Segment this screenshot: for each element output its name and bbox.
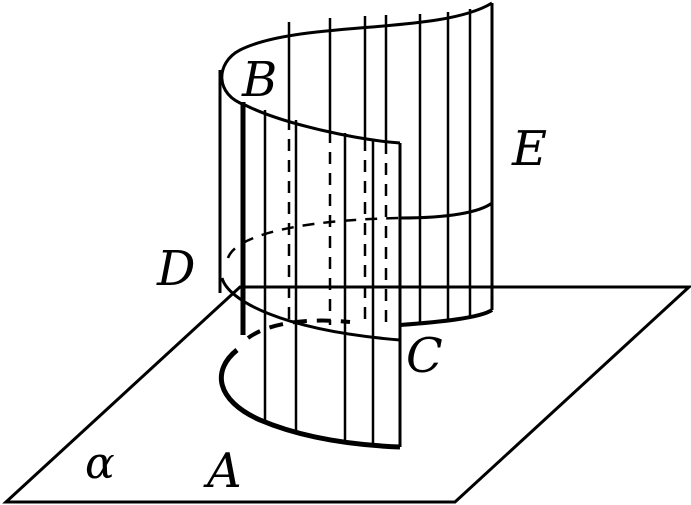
label-C: C — [406, 328, 443, 384]
label-plane-alpha: α — [85, 438, 115, 489]
top-edge-curve — [220, 1, 493, 145]
hidden-rulings — [287, 118, 388, 325]
middle-section-right — [399, 201, 493, 220]
base-back-dashed — [246, 318, 351, 340]
base-back-right — [399, 308, 494, 327]
label-E: E — [511, 121, 547, 177]
label-A: A — [203, 443, 242, 499]
front-rulings — [263, 110, 375, 447]
middle-section-front — [220, 277, 401, 342]
label-B: B — [241, 52, 277, 108]
base-front-A — [219, 348, 401, 450]
middle-section-back-dashed — [226, 216, 401, 259]
back-rulings — [287, 9, 472, 325]
plane-alpha — [2, 285, 691, 504]
label-D: D — [156, 241, 195, 297]
